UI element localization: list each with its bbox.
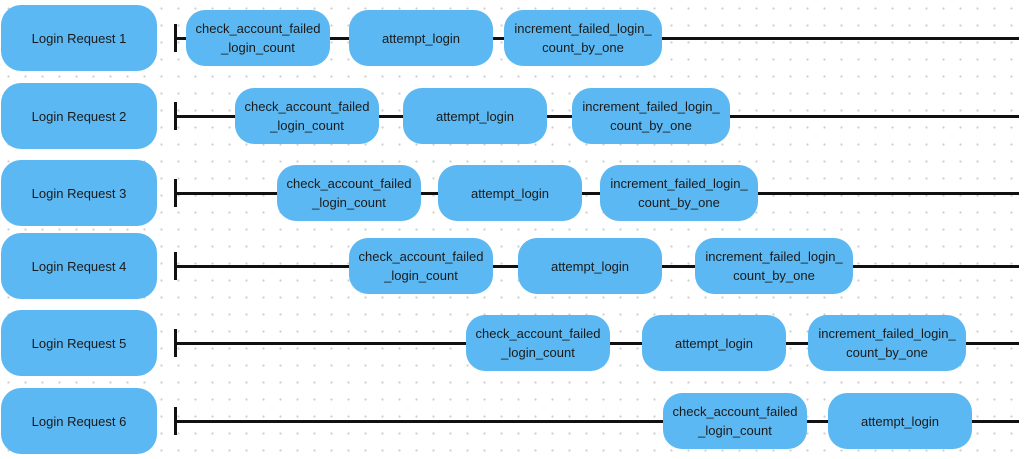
- timeline-start-tick: [174, 102, 177, 130]
- step-check-account-failed-login-count: check_account_failed _login_count: [349, 238, 493, 294]
- step-attempt-login: attempt_login: [828, 393, 972, 449]
- lane-login-request-2: Login Request 2 check_account_failed _lo…: [0, 83, 1024, 153]
- step-increment-failed-login-count: increment_failed_login_ count_by_one: [504, 10, 662, 66]
- timeline-start-tick: [174, 179, 177, 207]
- step-check-account-failed-login-count: check_account_failed _login_count: [663, 393, 807, 449]
- step-increment-failed-login-count: increment_failed_login_ count_by_one: [600, 165, 758, 221]
- login-request-label: Login Request 1: [1, 5, 157, 71]
- step-check-account-failed-login-count: check_account_failed _login_count: [466, 315, 610, 371]
- step-attempt-login: attempt_login: [518, 238, 662, 294]
- step-increment-failed-login-count: increment_failed_login_ count_by_one: [695, 238, 853, 294]
- login-request-label: Login Request 2: [1, 83, 157, 149]
- lane-login-request-4: Login Request 4 check_account_failed _lo…: [0, 233, 1024, 303]
- step-check-account-failed-login-count: check_account_failed _login_count: [277, 165, 421, 221]
- step-attempt-login: attempt_login: [403, 88, 547, 144]
- timeline-line: [176, 192, 1019, 195]
- timeline-start-tick: [174, 24, 177, 52]
- lane-login-request-5: Login Request 5 check_account_failed _lo…: [0, 310, 1024, 380]
- login-request-label: Login Request 5: [1, 310, 157, 376]
- step-attempt-login: attempt_login: [642, 315, 786, 371]
- login-request-label: Login Request 6: [1, 388, 157, 454]
- login-request-label: Login Request 4: [1, 233, 157, 299]
- timeline-line: [176, 420, 1019, 423]
- step-attempt-login: attempt_login: [438, 165, 582, 221]
- lane-login-request-1: Login Request 1 check_account_failed _lo…: [0, 5, 1024, 75]
- timeline-start-tick: [174, 407, 177, 435]
- step-check-account-failed-login-count: check_account_failed _login_count: [235, 88, 379, 144]
- timeline-start-tick: [174, 329, 177, 357]
- step-attempt-login: attempt_login: [349, 10, 493, 66]
- login-request-label: Login Request 3: [1, 160, 157, 226]
- lane-login-request-3: Login Request 3 check_account_failed _lo…: [0, 160, 1024, 230]
- timeline-start-tick: [174, 252, 177, 280]
- lane-login-request-6: Login Request 6 check_account_failed _lo…: [0, 388, 1024, 458]
- step-increment-failed-login-count: increment_failed_login_ count_by_one: [808, 315, 966, 371]
- step-check-account-failed-login-count: check_account_failed _login_count: [186, 10, 330, 66]
- step-increment-failed-login-count: increment_failed_login_ count_by_one: [572, 88, 730, 144]
